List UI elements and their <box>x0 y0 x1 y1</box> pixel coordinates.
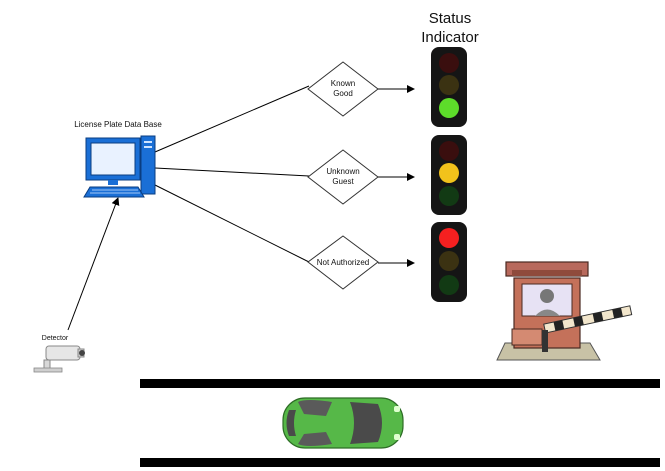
traffic-light-icon <box>431 135 467 215</box>
status-indicator-title: Status Indicator <box>400 9 500 47</box>
decision-label-known: Known Good <box>313 79 373 99</box>
decision-not-authorized <box>307 235 379 290</box>
traffic-light-icon <box>431 222 467 302</box>
decision-not-authorized-line1: Not Authorized <box>316 258 370 267</box>
connector-unknown <box>154 167 310 177</box>
decision-known-line1: Known <box>330 79 356 88</box>
decision-unknown-line1: Unknown <box>326 167 360 176</box>
decision-label-unknown: Unknown Guest <box>313 167 373 187</box>
database-label: License Plate Data Base <box>74 120 162 129</box>
decision-unknown-line2: Guest <box>332 177 354 186</box>
road-edge-top <box>140 379 660 388</box>
decision-label-not-authorized: Not Authorized <box>308 258 378 268</box>
status-title-line2: Indicator <box>421 29 479 46</box>
connector-detector <box>67 197 120 331</box>
computer-icon <box>83 135 156 198</box>
car-icon <box>282 397 404 449</box>
road-edge-bottom <box>140 458 660 467</box>
traffic-light-icon <box>431 47 467 127</box>
connector-known <box>154 85 310 153</box>
status-title-line1: Status <box>428 10 472 27</box>
toll-booth-icon <box>496 261 633 361</box>
decision-known-line2: Good <box>333 89 353 98</box>
camera-icon <box>33 345 85 373</box>
connector-not-authorized <box>154 184 310 263</box>
decision-unknown-guest <box>307 149 379 205</box>
detector-label: Detector <box>41 335 69 342</box>
decision-known-good <box>307 61 379 117</box>
